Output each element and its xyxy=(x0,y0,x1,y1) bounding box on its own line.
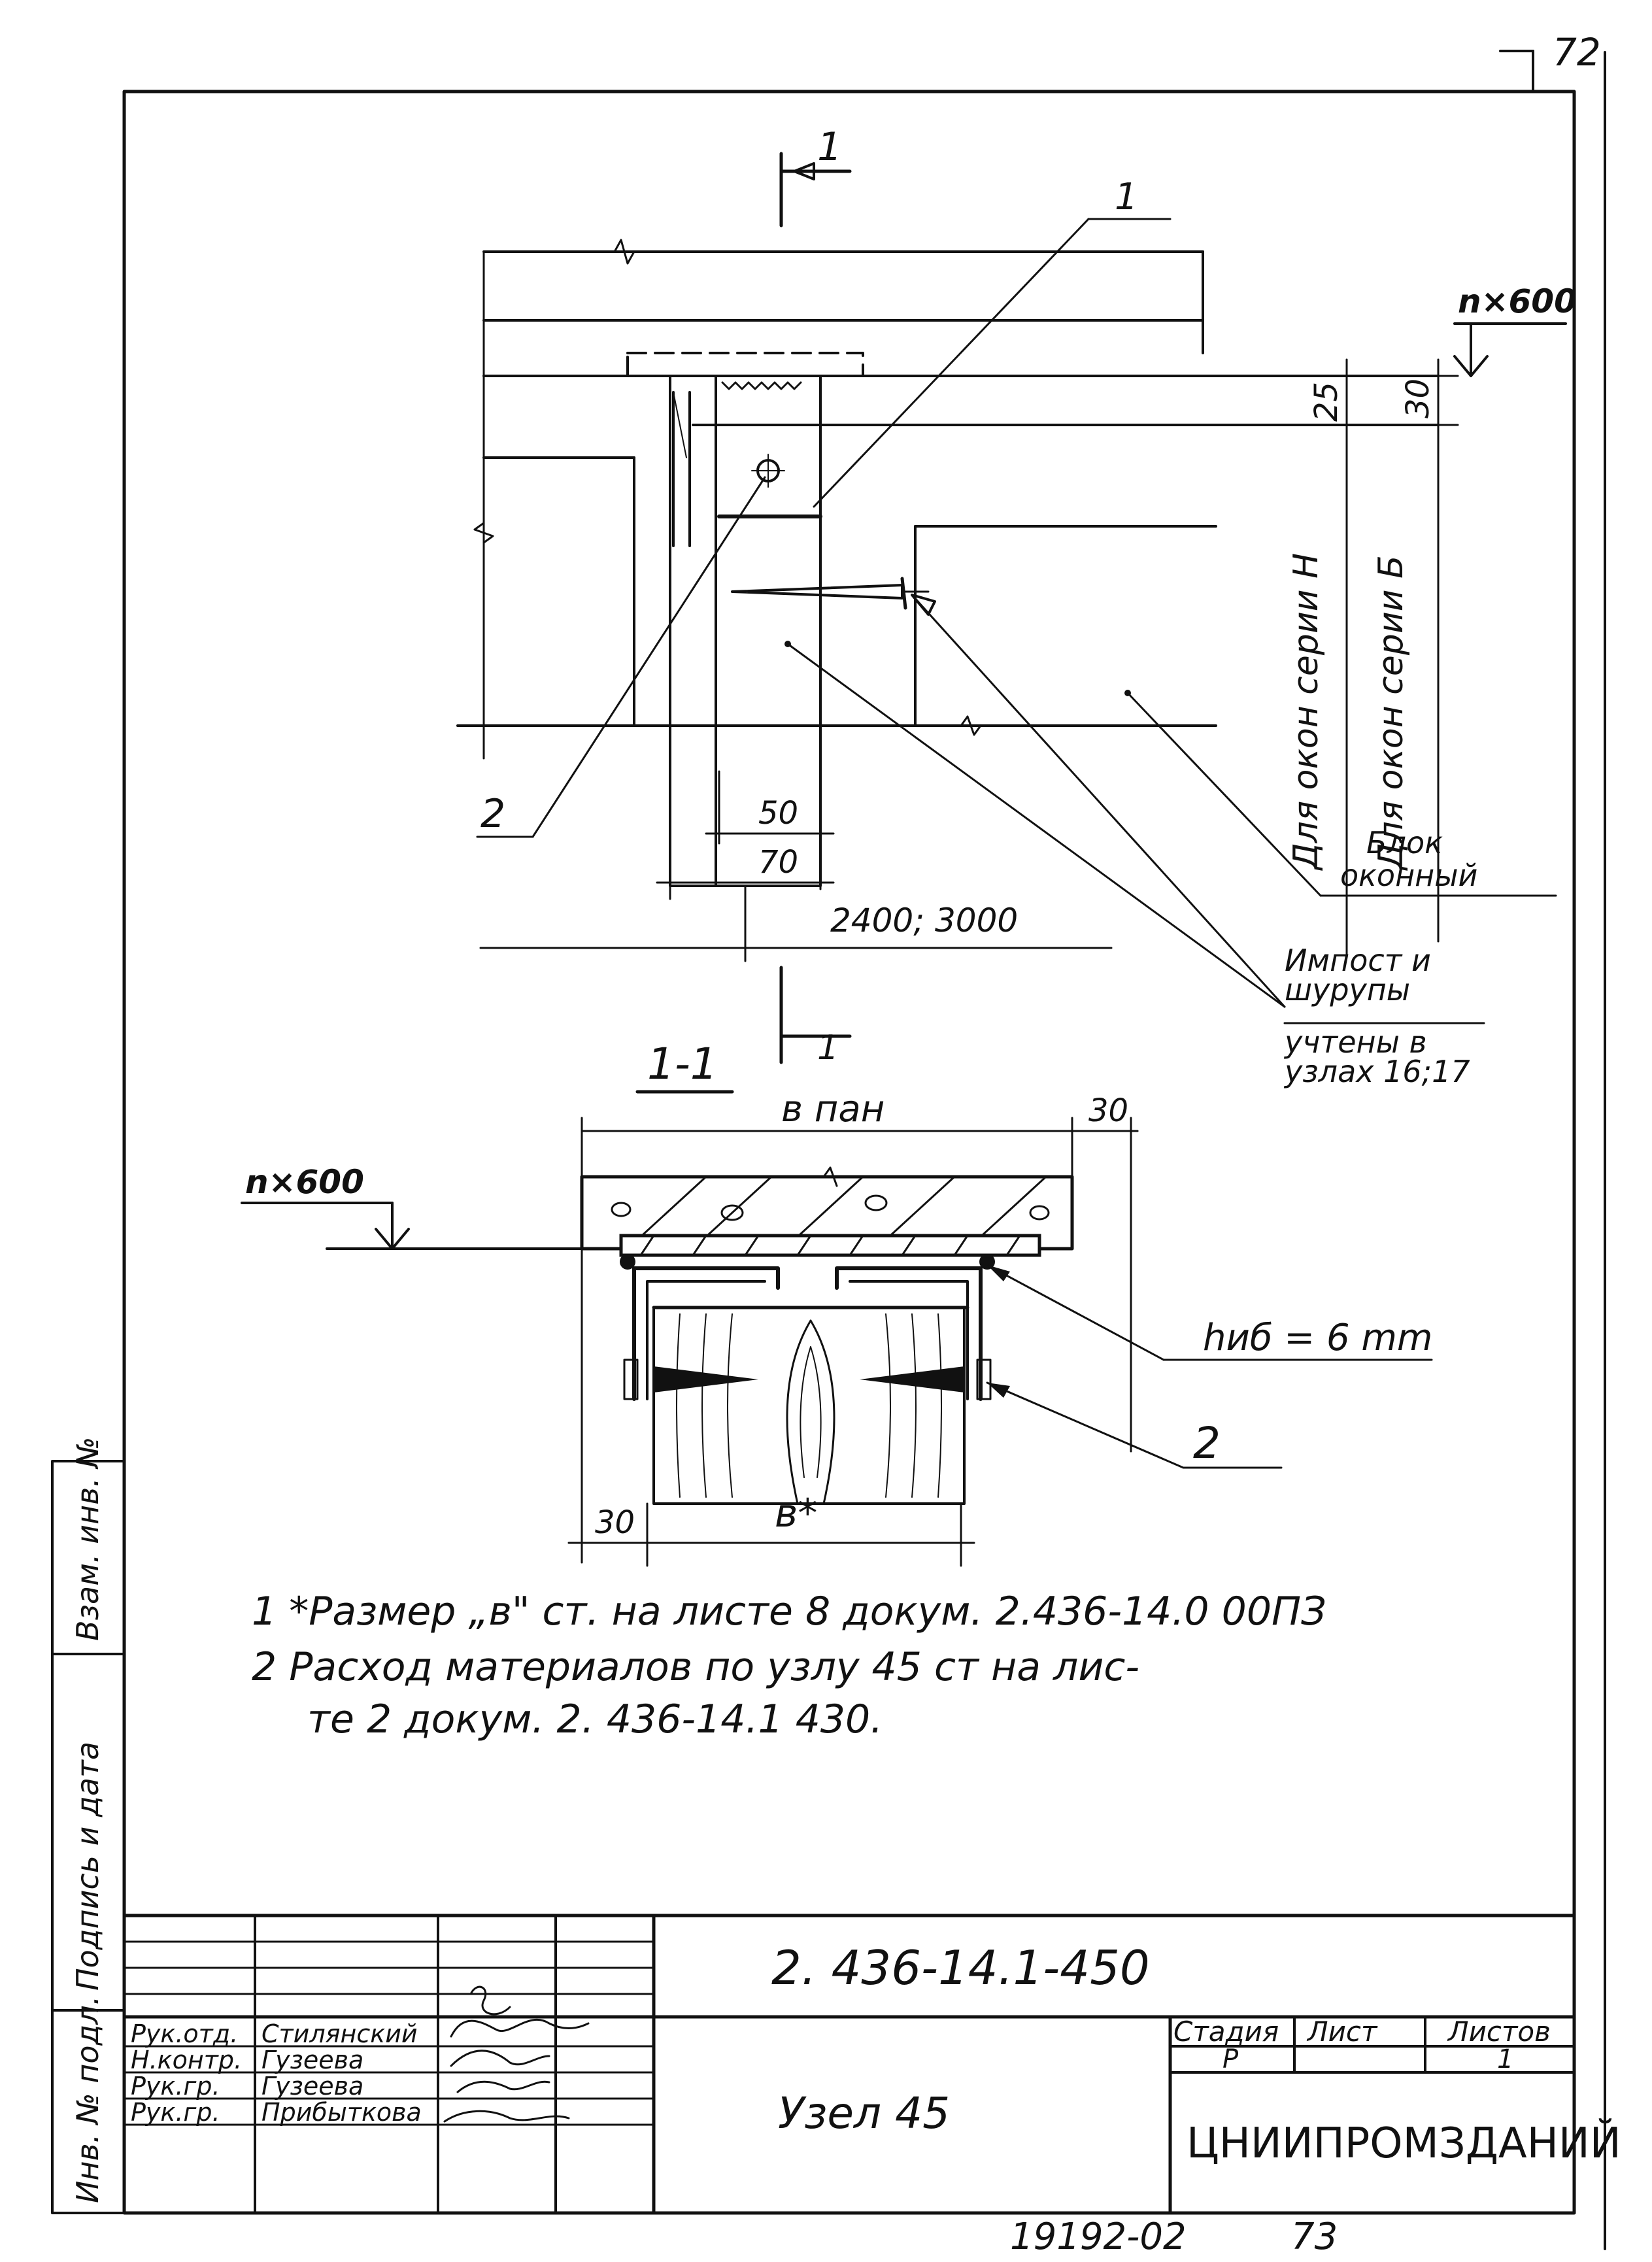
plan-section-mark: 1 xyxy=(817,124,842,170)
plan-note-3: учтены в xyxy=(1283,1024,1427,1060)
document-code: 2. 436-14.1-450 xyxy=(771,1940,1150,1995)
plan-note-2: шурупы xyxy=(1285,972,1410,1007)
plan-dim-25: 25 xyxy=(1308,382,1345,422)
note-3: те 2 докум. 2. 436-14.1 430. xyxy=(307,1696,883,1742)
note-2: 2 Расход материалов по узлу 45 ст на лис… xyxy=(252,1644,1139,1690)
node-title: Узел 45 xyxy=(778,2088,950,2138)
note-1: 1 *Размер „в" ст. на листе 8 докум. 2.43… xyxy=(252,1589,1326,1634)
plan-view: 1 1 xyxy=(456,124,1577,1089)
staff-name-1: Гузеева xyxy=(261,2046,363,2074)
staff-role-0: Рук.отд. xyxy=(131,2019,238,2048)
staff-role-3: Рук.гр. xyxy=(131,2098,220,2127)
staff-role-1: Н.контр. xyxy=(131,2046,242,2074)
section-mark-1: 1 xyxy=(817,1028,839,1068)
staff-name-3: Прибыткова xyxy=(261,2098,422,2127)
page-number-corner: 72 xyxy=(1499,30,1601,93)
bottom-code: 19192-02 xyxy=(1010,2216,1187,2258)
bottom-number: 73 xyxy=(1291,2216,1338,2258)
signatures xyxy=(443,1985,590,2123)
section-dim-30-top: 30 xyxy=(1088,1092,1128,1129)
staff-name-2: Гузеева xyxy=(261,2072,363,2101)
section-callout-2: 2 xyxy=(1193,1418,1221,1468)
plan-note-4: узлах 16;17 xyxy=(1283,1054,1470,1089)
plan-callout-2: 2 xyxy=(480,791,505,837)
plan-level: n×600 xyxy=(1458,282,1577,320)
block-label-1: Блок xyxy=(1366,825,1443,860)
vertical-label-b: Для окон серии Б xyxy=(1372,555,1411,871)
section-title: 1-1 xyxy=(647,1039,718,1089)
stamp-inv: Инв. № подл. xyxy=(70,1996,105,2203)
weld-label: hиб = 6 mm xyxy=(1203,1317,1432,1359)
stage-value: Р xyxy=(1222,2044,1239,2074)
section-level: n×600 xyxy=(245,1163,364,1201)
sheet-frame xyxy=(122,90,1576,2215)
org-name: ЦНИИПРОМЗДАНИЙ xyxy=(1187,2118,1621,2168)
block-label-2: оконный xyxy=(1340,858,1477,893)
plan-note-1: Импост и xyxy=(1285,943,1431,978)
section-width-label: в пан xyxy=(781,1088,885,1130)
sheet-header: Лист xyxy=(1306,2016,1378,2048)
stage-header: Стадия xyxy=(1173,2016,1279,2048)
vertical-label-h: Для окон серии Н xyxy=(1287,553,1326,871)
section-view: 1 1-1 в пан 30 n×600 xyxy=(241,966,1433,1567)
notes: 1 *Размер „в" ст. на листе 8 докум. 2.43… xyxy=(252,1589,1326,1742)
plan-dim-50: 50 xyxy=(758,795,798,832)
title-block: 2. 436-14.1-450 Узел 45 Стадия Лист Лист… xyxy=(122,1914,1621,2215)
section-dim-30-bottom: 30 xyxy=(595,1504,635,1541)
sheets-value: 1 xyxy=(1497,2044,1513,2074)
staff-role-2: Рук.гр. xyxy=(131,2072,220,2101)
staff-name-0: Стилянский xyxy=(261,2019,418,2048)
plan-dim-70: 70 xyxy=(758,844,798,881)
side-stamp: Взам. инв. № Подпись и дата Инв. № подл. xyxy=(51,1437,126,2214)
plan-dim-span: 2400; 3000 xyxy=(830,902,1018,939)
stamp-podpis: Подпись и дата xyxy=(70,1742,105,1991)
page-number: 72 xyxy=(1553,30,1601,75)
b-star-label: в* xyxy=(775,1491,817,1536)
stamp-vzam: Взам. инв. № xyxy=(70,1437,105,1641)
plan-dim-30: 30 xyxy=(1400,379,1436,418)
sheets-header: Листов xyxy=(1447,2016,1551,2048)
plan-callout-1: 1 xyxy=(1115,176,1138,218)
